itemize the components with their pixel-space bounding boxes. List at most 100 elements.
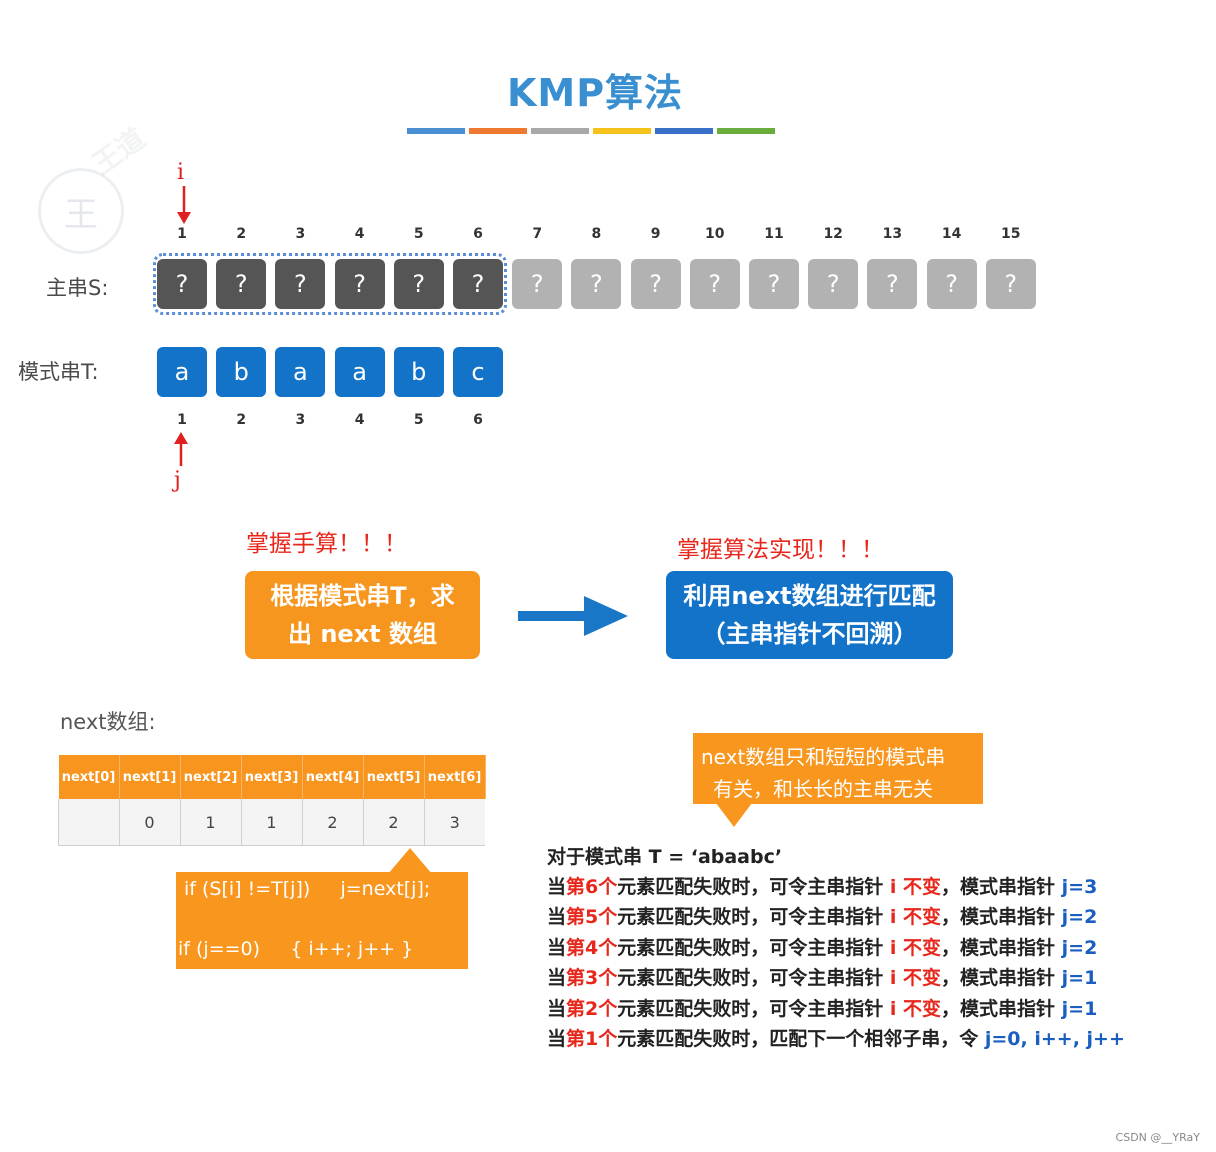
pattern-char-box: c [453, 347, 503, 397]
rule-item: 当第6个元素匹配失败时，可令主串指针 i 不变，模式串指针 j=3 [547, 872, 1097, 899]
next-value-cell: 2 [362, 799, 424, 846]
main-char-box: ? [749, 259, 799, 309]
main-index: 11 [764, 226, 784, 242]
pattern-char-box: a [275, 347, 326, 397]
step-compute-next-line2: 出 next 数组 [287, 620, 438, 648]
pattern-index: 4 [354, 412, 365, 428]
pattern-label: 模式串T: [18, 360, 99, 384]
pattern-char-box: a [334, 347, 385, 397]
rule-sep: ，模式串指针 [941, 967, 1062, 990]
next-array-table: next[0]next[1]next[2]next[3]next[4]next[… [58, 755, 486, 846]
rule-mid: 元素匹配失败时，可令主串指针 [617, 967, 890, 990]
next-value-cell: 1 [179, 799, 241, 846]
pointer-i-label: i [177, 160, 185, 185]
page-title: KMP算法 [506, 71, 684, 115]
rules-header: 对于模式串 T = ‘abaabc’ [547, 846, 783, 868]
step-compute-next-box: 根据模式串T，求 出 next 数组 [245, 571, 480, 659]
pointer-j-label: j [174, 468, 181, 493]
next-value-cell: 0 [118, 799, 180, 846]
main-char-box: ? [453, 259, 503, 309]
rule-num: 第5个 [566, 906, 618, 929]
main-char-box: ? [630, 259, 681, 309]
pattern-index: 3 [295, 412, 306, 428]
rule-num: 第4个 [566, 936, 618, 959]
main-char-box: ? [157, 259, 207, 309]
main-char-box: ? [808, 259, 859, 309]
rule-ptr: i 不变 [889, 967, 942, 990]
rule-pre: 当 [547, 906, 567, 929]
note-implementation: 掌握算法实现！！！ [677, 537, 884, 563]
title-color-bar [655, 128, 713, 134]
note-tip-pointer [716, 803, 752, 827]
rule-last-val: j=0, i++, j++ [984, 1028, 1125, 1050]
rule-ptr: i 不变 [889, 997, 942, 1020]
main-char-box: ? [393, 259, 444, 309]
rule-num: 第6个 [566, 876, 618, 898]
pointer-j-arrow [174, 432, 188, 466]
pattern-char-box: b [393, 347, 444, 397]
rule-val: j=2 [1061, 936, 1098, 959]
main-index: 4 [354, 226, 365, 242]
main-index: 8 [591, 226, 602, 242]
rule-ptr: i 不变 [889, 936, 942, 959]
next-header-cell: next[4] [302, 755, 364, 799]
next-header-cell: next[3] [241, 755, 303, 799]
title-color-bar [717, 128, 775, 134]
note-tip-box: next数组只和短短的模式串 有关，和长长的主串无关 [693, 733, 983, 804]
pattern-char-box: b [216, 347, 267, 397]
main-index: 5 [413, 226, 424, 242]
rule-item: 当第2个元素匹配失败时，可令主串指针 i 不变，模式串指针 j=1 [547, 994, 1097, 1021]
main-char-box: ? [926, 259, 977, 309]
main-char-box: ? [689, 259, 740, 309]
rule-sep: ，模式串指针 [941, 906, 1062, 929]
main-index: 12 [823, 226, 843, 242]
step-match-line1: 利用next数组进行匹配 [683, 582, 936, 610]
main-index: 14 [941, 226, 962, 242]
next-value-cell [58, 799, 119, 846]
main-index: 2 [236, 226, 247, 242]
rule-item: 当第3个元素匹配失败时，可令主串指针 i 不变，模式串指针 j=1 [547, 963, 1097, 990]
title-color-bar [407, 128, 465, 134]
rule-ptr: i 不变 [889, 876, 942, 898]
next-header-cell: next[6] [424, 755, 486, 799]
rule-num: 第2个 [566, 997, 618, 1020]
rule-pre: 当 [547, 997, 567, 1020]
pattern-index: 1 [177, 412, 187, 428]
main-index: 6 [473, 226, 483, 242]
pattern-index: 6 [473, 412, 483, 428]
main-char-box: ? [512, 259, 563, 309]
note-hand-calc: 掌握手算！！！ [246, 531, 407, 557]
rule-mid: 元素匹配失败时，可令主串指针 [617, 906, 890, 929]
credit-text: CSDN @__YRaY [1115, 1131, 1200, 1144]
title-color-bar [531, 128, 589, 134]
next-array-label: next数组: [60, 710, 156, 734]
matched-region-outline [153, 253, 507, 315]
main-char-box: ? [571, 259, 622, 309]
next-value-cell: 1 [240, 799, 302, 846]
main-char-box: ? [334, 259, 385, 309]
rule-sep: ，模式串指针 [941, 936, 1062, 959]
rule-pre: 当 [547, 876, 567, 898]
next-header-cell: next[2] [180, 755, 242, 799]
note-tip-line2: 有关，和长长的主串无关 [713, 777, 933, 801]
rule-item: 当第5个元素匹配失败时，可令主串指针 i 不变，模式串指针 j=2 [547, 902, 1097, 929]
main-index: 9 [650, 226, 661, 242]
rule-last-num: 第1个 [566, 1028, 618, 1050]
note-tip-line1: next数组只和短短的模式串 [701, 745, 946, 769]
rule-mid: 元素匹配失败时，可令主串指针 [617, 936, 890, 959]
step-match-box: 利用next数组进行匹配 （主串指针不回溯） [666, 571, 953, 659]
rule-val: j=2 [1061, 906, 1098, 929]
next-value-cell: 3 [423, 799, 485, 846]
main-char-box: ? [867, 259, 918, 309]
main-char-box: ? [985, 259, 1036, 309]
code-tip-box: if (S[i] !=T[j]) j=next[j]; if (j==0) { … [176, 872, 468, 969]
main-index: 7 [532, 226, 543, 242]
rule-num: 第3个 [566, 967, 618, 990]
rule-pre: 当 [547, 967, 567, 990]
step-arrow [518, 596, 628, 636]
rule-sep: ，模式串指针 [941, 876, 1062, 898]
main-index: 15 [1001, 226, 1021, 242]
rule-val: j=1 [1061, 997, 1098, 1020]
title-color-bar [469, 128, 527, 134]
code-tip-line1: if (S[i] !=T[j]) j=next[j]; [184, 878, 431, 900]
